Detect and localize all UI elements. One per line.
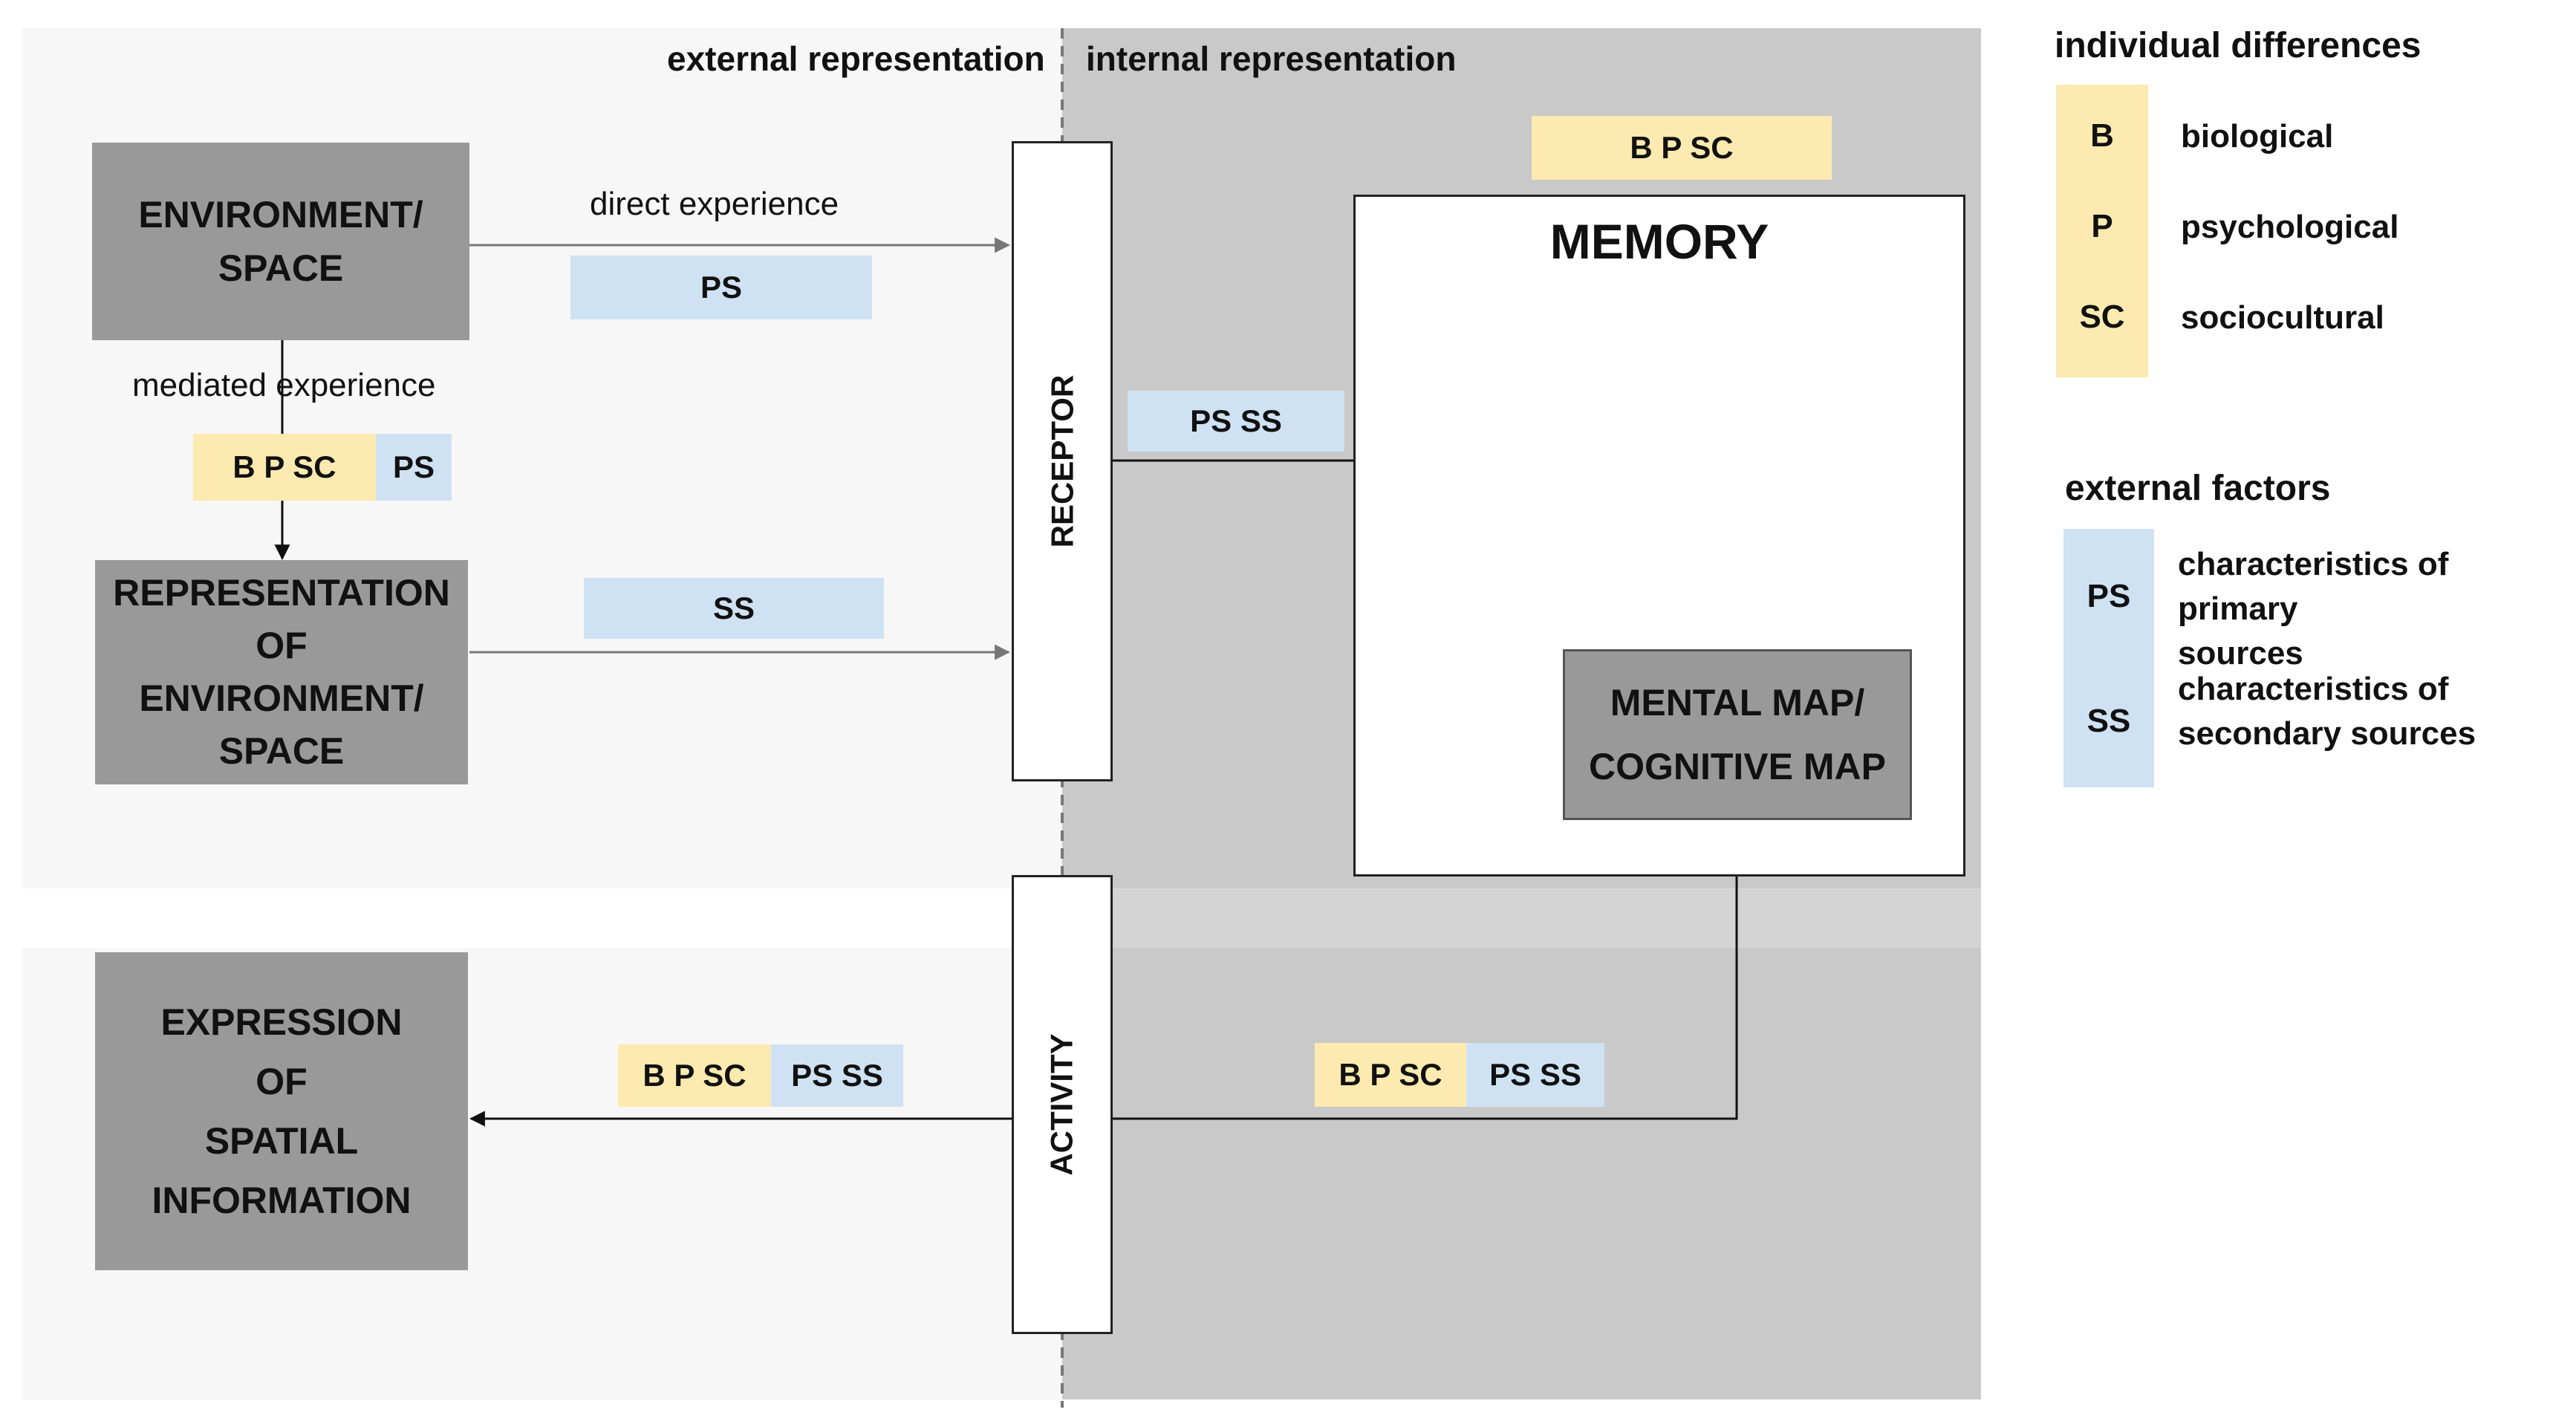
receptor-psss-tag: PS SS (1128, 391, 1344, 452)
legend-label-primary-line-2: sources (2178, 635, 2303, 672)
representation-line-1: REPRESENTATION (113, 572, 450, 614)
internal-zone-mid (1062, 888, 1981, 948)
internal-representation-label: internal representation (1086, 39, 1457, 78)
activity-left-psss-tag: PS SS (771, 1044, 903, 1107)
legend-individual-swatch (2056, 85, 2148, 377)
receptor-label: RECEPTOR (1044, 374, 1080, 548)
legend-label-primary-line-1: characteristics of primary (2178, 546, 2449, 627)
map-to-activity-line (1113, 820, 1738, 1120)
legend-key-ps: PS (2087, 578, 2131, 614)
legend-key-sc: SC (2079, 299, 2125, 335)
representation-line-2: OF (256, 625, 308, 666)
receptor-box: RECEPTOR (1012, 141, 1113, 781)
activity-right-bpsc-tag: B P SC (1315, 1043, 1466, 1107)
environment-line-2: SPACE (218, 247, 344, 289)
direct-experience-label: direct experience (590, 186, 839, 222)
activity-left-bpsc-tag: B P SC (618, 1044, 771, 1107)
legend-label-primary-sources: characteristics of primary sources (2178, 542, 2576, 676)
activity-right-psss-tag: PS SS (1466, 1043, 1604, 1107)
mediated-ps-tag: PS (376, 434, 452, 501)
activity-label: ACTIVITY (1044, 1033, 1079, 1176)
mental-map-line-1: MENTAL MAP/ (1610, 682, 1865, 723)
legend-label-secondary-sources: characteristics of secondary sources (2178, 667, 2476, 756)
legend-label-psychological: psychological (2181, 209, 2399, 245)
expression-box: EXPRESSION OF SPATIAL INFORMATION (95, 952, 468, 1270)
mental-map-box: MENTAL MAP/ COGNITIVE MAP (1563, 649, 1912, 820)
legend-key-ss: SS (2087, 703, 2131, 739)
representation-box: REPRESENTATION OF ENVIRONMENT/ SPACE (95, 560, 468, 784)
mediated-bpsc-tag: B P SC (193, 434, 376, 501)
legend-external-swatch (2063, 529, 2154, 787)
memory-bpsc-tag: B P SC (1532, 116, 1832, 180)
legend-individual-title: individual differences (2055, 26, 2421, 65)
legend-label-secondary-line-2: secondary sources (2178, 715, 2476, 752)
representation-ss-tag: SS (584, 578, 884, 639)
expression-line-2: OF (256, 1061, 308, 1102)
memory-title: MEMORY (1549, 214, 1769, 269)
expression-line-1: EXPRESSION (160, 1001, 403, 1043)
expression-line-3: SPATIAL (204, 1120, 359, 1162)
internal-zone-bottom (1062, 948, 1981, 1399)
legend-key-p: P (2091, 208, 2113, 244)
mental-map-line-2: COGNITIVE MAP (1588, 746, 1887, 787)
legend-key-b: B (2090, 117, 2114, 154)
legend-label-secondary-line-1: characteristics of (2178, 671, 2449, 707)
mediated-experience-label: mediated experience (132, 367, 436, 403)
direct-ps-tag: PS (570, 256, 872, 319)
environment-line-1: ENVIRONMENT/ (138, 194, 423, 235)
legend-external-title: external factors (2065, 469, 2331, 508)
legend-label-biological: biological (2181, 118, 2334, 155)
representation-line-3: ENVIRONMENT/ (139, 677, 424, 719)
legend-label-sociocultural: sociocultural (2181, 299, 2384, 336)
external-representation-label: external representation (667, 39, 1045, 78)
representation-line-4: SPACE (218, 730, 345, 772)
activity-box: ACTIVITY (1012, 875, 1113, 1334)
expression-line-4: INFORMATION (152, 1180, 412, 1221)
environment-space-box: ENVIRONMENT/ SPACE (92, 143, 469, 340)
